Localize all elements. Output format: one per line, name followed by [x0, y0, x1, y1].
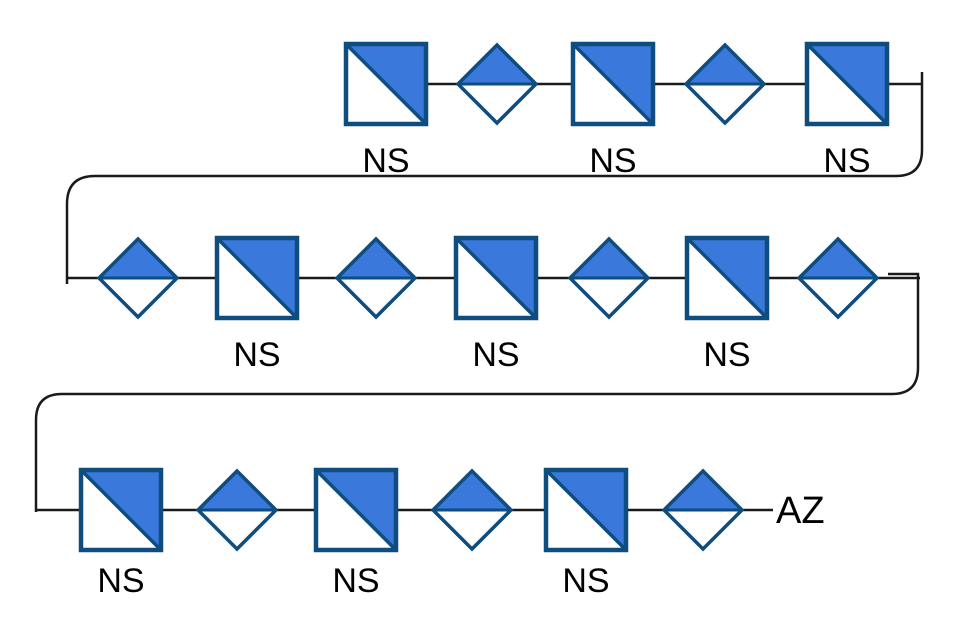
diamond-upper-half [570, 239, 648, 278]
square-outline [214, 235, 300, 321]
node-label: NS [233, 336, 280, 374]
square-outline [543, 467, 629, 553]
diamond-split-horizontal-icon [455, 42, 539, 126]
diamond-lower-half [799, 278, 877, 317]
square-split-diagonal-icon [343, 41, 429, 127]
diamond-upper-half [664, 471, 742, 510]
diamond-upper-half [686, 45, 764, 84]
square-outline [684, 235, 770, 321]
square-diagonal [805, 42, 889, 126]
diamond-outline [796, 236, 880, 320]
diamond-upper-half [337, 239, 415, 278]
square-diagonal [344, 42, 428, 126]
square-diagonal [79, 468, 163, 552]
diamond-lower-half [99, 278, 177, 317]
diamond-lower-half [433, 510, 511, 549]
node-label: NS [703, 336, 750, 374]
square-diagonal [544, 468, 628, 552]
node-label: NS [823, 142, 870, 180]
diamond-outline [661, 468, 745, 552]
diamond-outline [567, 236, 651, 320]
square-outline [804, 41, 890, 127]
node-label: NS [332, 562, 379, 600]
diamond-split-horizontal-icon [430, 468, 514, 552]
node-label: NS [562, 562, 609, 600]
wrap-connector-1 [65, 72, 924, 284]
diamond-outline [430, 468, 514, 552]
diamond-split-horizontal-icon [567, 236, 651, 320]
node-label: NS [472, 336, 519, 374]
square-outline [343, 41, 429, 127]
diamond-outline [683, 42, 767, 126]
diamond-lower-half [458, 84, 536, 123]
diamond-outline [455, 42, 539, 126]
square-split-diagonal-icon [453, 235, 539, 321]
diamond-outline [195, 468, 279, 552]
node-label: NS [589, 142, 636, 180]
diamond-lower-half [198, 510, 276, 549]
square-diagonal [571, 42, 655, 126]
diamond-lower-half [664, 510, 742, 549]
diamond-split-horizontal-icon [796, 236, 880, 320]
square-diagonal [215, 236, 299, 320]
square-outline [78, 467, 164, 553]
square-outline [313, 467, 399, 553]
diagram-shapes [78, 41, 890, 553]
end-label: AZ [776, 490, 825, 532]
diamond-lower-half [686, 84, 764, 123]
diagram-labels: NS NS NS NS NS NS NS NS NS AZ [97, 142, 870, 600]
diamond-split-horizontal-icon [661, 468, 745, 552]
square-split-diagonal-icon [214, 235, 300, 321]
diamond-lower-half [337, 278, 415, 317]
diamond-upper-half [433, 471, 511, 510]
node-label: NS [362, 142, 409, 180]
diamond-upper-half [99, 239, 177, 278]
diamond-outline [334, 236, 418, 320]
square-diagonal [314, 468, 398, 552]
square-diagonal [454, 236, 538, 320]
diamond-outline [96, 236, 180, 320]
diamond-split-horizontal-icon [683, 42, 767, 126]
node-label: NS [97, 562, 144, 600]
square-split-diagonal-icon [570, 41, 656, 127]
square-split-diagonal-icon [684, 235, 770, 321]
square-split-diagonal-icon [543, 467, 629, 553]
square-split-diagonal-icon [804, 41, 890, 127]
diamond-upper-half [458, 45, 536, 84]
diamond-split-horizontal-icon [195, 468, 279, 552]
diamond-split-horizontal-icon [334, 236, 418, 320]
square-diagonal [685, 236, 769, 320]
square-outline [453, 235, 539, 321]
diamond-upper-half [198, 471, 276, 510]
diamond-lower-half [570, 278, 648, 317]
square-outline [570, 41, 656, 127]
square-split-diagonal-icon [78, 467, 164, 553]
square-split-diagonal-icon [313, 467, 399, 553]
diamond-split-horizontal-icon [96, 236, 180, 320]
wrap-connector-2 [34, 272, 920, 512]
diamond-upper-half [799, 239, 877, 278]
